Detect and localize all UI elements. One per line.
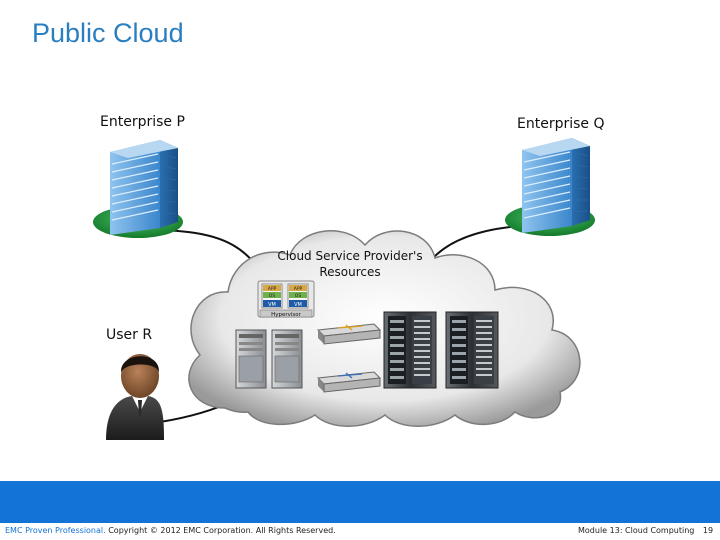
footer-copyright-text: Copyright © 2012 EMC Corporation. All Ri… xyxy=(105,526,336,535)
vm-2-app-text: APP xyxy=(294,286,303,292)
vm-2-vm-text: VM xyxy=(294,302,302,308)
page-title: Public Cloud xyxy=(32,18,184,48)
storage-rack-2 xyxy=(445,311,499,389)
user-r-label: User R xyxy=(106,327,153,343)
cloud-resources-label: Cloud Service Provider's Resources xyxy=(270,248,430,280)
virtual-machines-hypervisor: APP OS VM APP OS VM Hypervisor xyxy=(257,280,315,318)
footer-module-text: Module 13: Cloud Computing xyxy=(578,526,695,535)
tower-server-2 xyxy=(271,329,303,389)
footer-page-number: 19 xyxy=(702,526,714,535)
tower-server-1 xyxy=(235,329,267,389)
footer-module: Module 13: Cloud Computing 19 xyxy=(578,526,713,535)
vm-2: APP OS VM xyxy=(287,283,309,309)
vm-1-app-text: APP xyxy=(268,286,277,292)
cloud-label-line2: Resources xyxy=(319,265,381,279)
enterprise-q-building xyxy=(505,138,595,236)
vm-1-os-text: OS xyxy=(269,293,276,299)
user-r-person xyxy=(106,354,164,440)
cloud-label-line1: Cloud Service Provider's xyxy=(277,249,423,263)
storage-rack-1 xyxy=(383,311,437,389)
footer-brand: EMC Proven Professional. xyxy=(5,526,106,535)
vm-1: APP OS VM xyxy=(261,283,283,309)
enterprise-q-label: Enterprise Q xyxy=(517,116,605,132)
cloud-diagram: APP OS VM APP OS VM Hypervisor xyxy=(93,138,595,440)
enterprise-p-building xyxy=(93,140,183,238)
footer-copyright: EMC Proven Professional. Copyright © 201… xyxy=(5,526,336,535)
enterprise-p-label: Enterprise P xyxy=(100,114,185,130)
network-switch-1 xyxy=(316,323,382,345)
hypervisor-text: Hypervisor xyxy=(271,312,302,318)
vm-2-os-text: OS xyxy=(295,293,302,299)
vm-1-vm-text: VM xyxy=(268,302,276,308)
network-switch-2 xyxy=(316,371,382,393)
footer-bar xyxy=(0,481,720,523)
